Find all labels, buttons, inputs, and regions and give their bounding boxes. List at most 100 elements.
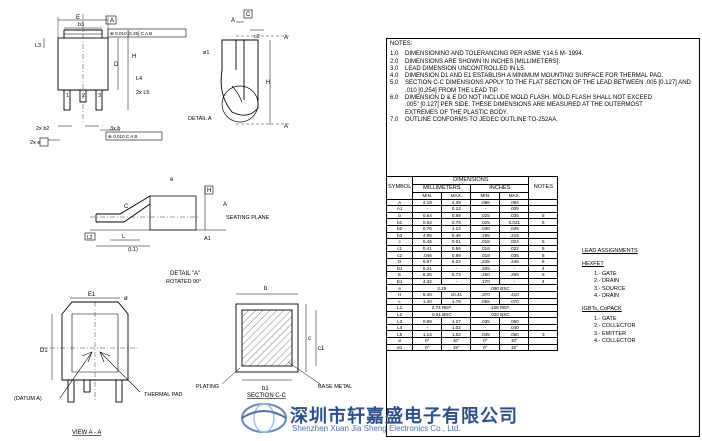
lead-2: 2 [82,93,85,99]
table-cell: - [499,264,530,273]
note-text: DIMENSIONS ARE SHOWN IN INCHES [MILLIMET… [405,58,561,65]
table-cell: - [470,205,501,213]
side-view [220,9,290,125]
table-cell: 0.89 [441,211,472,220]
label-L2: L2 [87,235,93,241]
label-E: E [76,15,80,21]
lead-item: 4.- DRAIN [594,293,620,300]
table-cell [528,343,559,352]
table-cell: 1.14 [441,224,472,233]
table-row: A1-0.13-.005 [385,205,559,213]
table-cell: H [385,290,414,299]
table-cell [528,323,559,332]
table-cell: 5.21 [412,264,443,273]
table-cell: - [470,323,501,332]
table-cell: .022 [499,244,530,253]
table-cell: 5.97 [412,257,443,266]
label-3x-b: 3x b [110,126,120,132]
note-number: 1.0 [390,51,399,58]
table-cell: .018 [470,238,501,246]
label-c-section: c [308,336,311,342]
lead-group1-title: HEXFET [582,261,604,268]
label-L1: (L1) [128,247,138,253]
table-cell [528,198,559,207]
table-cell: 0.64 [412,218,443,226]
note-text: OUTLINE CONFORMS TO JEDEC OUTLINE TO-252… [405,116,558,123]
table-in-header: INCHES [470,184,530,193]
table-cell: 1.14 [412,330,443,339]
table-cell: .045 [499,224,530,233]
label-A-detail: A [223,202,227,208]
table-cell: A [385,198,414,207]
label-base-metal: BASE METAL [318,384,352,390]
label-section-A-top: A [284,35,288,41]
lead-item: 1.- GATE [594,270,617,277]
table-cell: 5.46 [441,231,472,240]
table-cell: .005 [499,205,530,213]
view-aa-caption: VIEW A - A [72,430,101,436]
table-cell: .024 [499,238,530,246]
table-cell: b [385,211,414,220]
lead-3: 3 [98,93,101,99]
table-cell: .094 [499,198,530,207]
table-cell [528,205,559,213]
table-cell: 4 [528,264,559,273]
table-cell: .035 [499,251,530,259]
lead-item: 1.- GATE [594,315,617,322]
table-cell: 5 [528,211,559,220]
top-view [39,14,187,147]
table-cell: E1 [385,277,414,286]
table-cell: .090 BSC [470,284,530,292]
fcf-top: ⊕ 0.010 [0.25] C A B [110,31,152,36]
note-text: LEAD DIMENSION UNCONTROLLED IN L5. [405,65,526,72]
table-cell: c1 [385,244,414,253]
table-cell [528,304,559,312]
table-cell: 10° [499,337,530,345]
table-cell: .030 [470,224,501,233]
table-cell: 2.39 [441,198,472,207]
table-cell: c [385,238,414,246]
table-cell: .046 [412,251,443,259]
lead-group2-title: IGBTs, CoPACK [582,306,622,313]
table-cell: 0° [470,343,501,352]
table-cell: .020 BSC [470,310,530,319]
table-cell: 5 [528,218,559,226]
label-section-A-bottom: A [284,124,288,130]
label-datum-A: A [110,18,114,24]
table-cell: b1 [385,218,414,226]
table-cell [528,310,559,319]
company-name-english: Shenzhen Xuan Jia Sheng Electronics Co.,… [292,424,461,433]
table-cell: A1 [385,205,414,213]
table-cell: 0.13 [441,205,472,213]
table-cell [528,231,559,240]
note-number: 6.0 [390,95,399,102]
table-cell: 3 [528,330,559,339]
label-phi: ø [124,296,128,302]
lead-title: LEAD ASSIGNMENTS [582,248,638,254]
lead-item: 2.- DRAIN [594,278,620,285]
table-cell: .035 [499,211,530,220]
note-number: 7.0 [390,116,399,123]
label-datum-a: (DATUM A) [14,396,42,402]
table-cell: .108 REF. [470,304,530,312]
note-text: DIMENSION D1 AND E1 ESTABLISH A MINIMUM … [405,73,664,80]
top-view-text: E A b3 ⊕ 0.010 [0.25] C A B L3 D L4 2x L… [30,15,152,146]
table-cell: .265 [499,271,530,279]
table-cell [528,290,559,299]
table-cell: L3 [385,317,414,325]
table-cell: 2.74 REF. [412,304,472,312]
